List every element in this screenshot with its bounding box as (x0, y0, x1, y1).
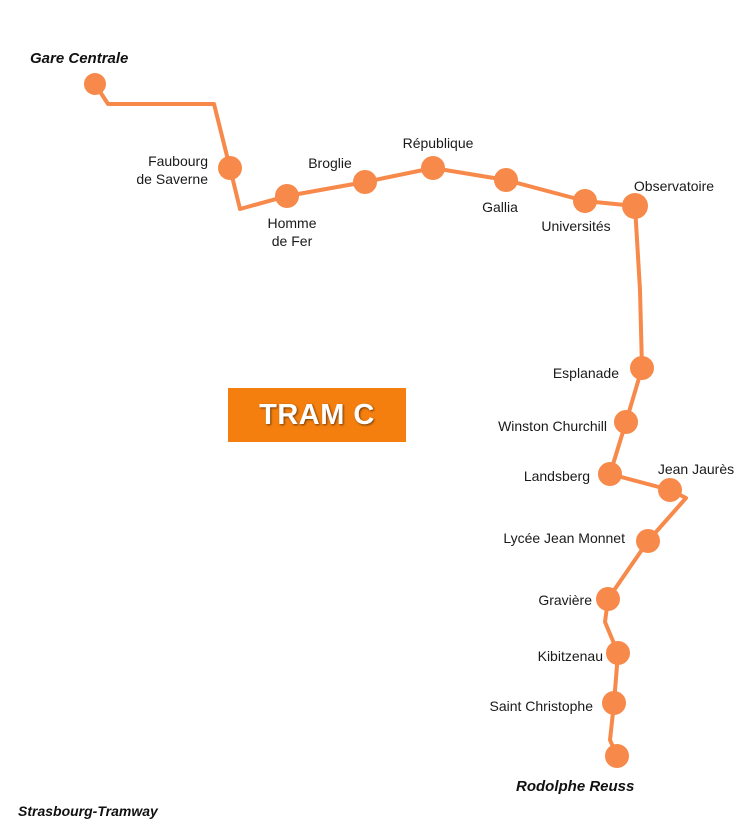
stop-label-line: Lycée Jean Monnet (503, 530, 625, 546)
stop-label-line: de Fer (272, 233, 313, 249)
line-badge-label: TRAM C (259, 398, 375, 431)
stop-label-line: Winston Churchill (498, 418, 607, 434)
stop-label-line: République (403, 135, 474, 151)
stop-dot-broglie (353, 170, 377, 194)
route-line (93, 82, 688, 758)
stop-dot-esplanade (630, 356, 654, 380)
stop-label-republique: République (403, 135, 474, 151)
stop-label-line: Gallia (482, 199, 518, 215)
stop-label-broglie: Broglie (308, 155, 352, 171)
stop-dot-lycee-jean-monnet (636, 529, 660, 553)
stop-dot-observatoire (622, 193, 648, 219)
stop-label-lycee-jean-monnet: Lycée Jean Monnet (503, 530, 625, 546)
stop-dot-landsberg (598, 462, 622, 486)
stop-label-observatoire: Observatoire (634, 178, 714, 194)
stop-dot-gare-centrale (84, 73, 106, 95)
stop-label-saint-christophe: Saint Christophe (489, 698, 593, 714)
stop-label-line: Saint Christophe (489, 698, 593, 714)
stop-label-line: Rodolphe Reuss (516, 778, 634, 795)
stop-label-gallia: Gallia (482, 199, 518, 215)
stop-dot-faubourg-de-saverne (218, 156, 242, 180)
stop-label-line: Esplanade (553, 365, 619, 381)
stop-dot-universites (573, 189, 597, 213)
stop-label-faubourg-de-saverne: Faubourg de Saverne (136, 153, 208, 187)
stop-label-line: Universités (541, 218, 610, 234)
stop-label-landsberg: Landsberg (524, 468, 590, 484)
stop-dot-rodolphe-reuss (605, 744, 629, 768)
stop-dot-republique (421, 156, 445, 180)
stop-label-jean-jaures: Jean Jaurès (658, 461, 734, 477)
stop-dot-jean-jaures (658, 478, 682, 502)
stop-label-line: Kibitzenau (538, 648, 603, 664)
stop-label-winston-churchill: Winston Churchill (498, 418, 607, 434)
stop-label-line: Gare Centrale (30, 50, 128, 67)
stop-dot-homme-de-fer (275, 184, 299, 208)
credit-text: Strasbourg-Tramway (18, 803, 159, 819)
stop-dot-saint-christophe (602, 691, 626, 715)
stop-label-esplanade: Esplanade (553, 365, 619, 381)
stop-label-line: Homme (267, 215, 316, 231)
stop-label-kibitzenau: Kibitzenau (538, 648, 603, 664)
stop-label-gare-centrale: Gare Centrale (30, 50, 128, 67)
stop-label-line: Jean Jaurès (658, 461, 734, 477)
stop-label-line: Landsberg (524, 468, 590, 484)
line-badge: TRAM C (228, 388, 406, 442)
stop-dot-graviere (596, 587, 620, 611)
stop-label-rodolphe-reuss: Rodolphe Reuss (516, 778, 634, 795)
stop-dot-kibitzenau (606, 641, 630, 665)
stop-label-universites: Universités (541, 218, 610, 234)
stop-label-line: Faubourg (148, 153, 208, 169)
stop-dot-gallia (494, 168, 518, 192)
stop-label-line: Observatoire (634, 178, 714, 194)
stop-label-line: Broglie (308, 155, 352, 171)
stops-layer (84, 73, 682, 768)
stop-label-line: de Saverne (136, 171, 208, 187)
stop-label-line: Gravière (538, 592, 592, 608)
stop-label-homme-de-fer: Homme de Fer (267, 215, 316, 249)
stop-dot-winston-churchill (614, 410, 638, 434)
stop-label-graviere: Gravière (538, 592, 592, 608)
